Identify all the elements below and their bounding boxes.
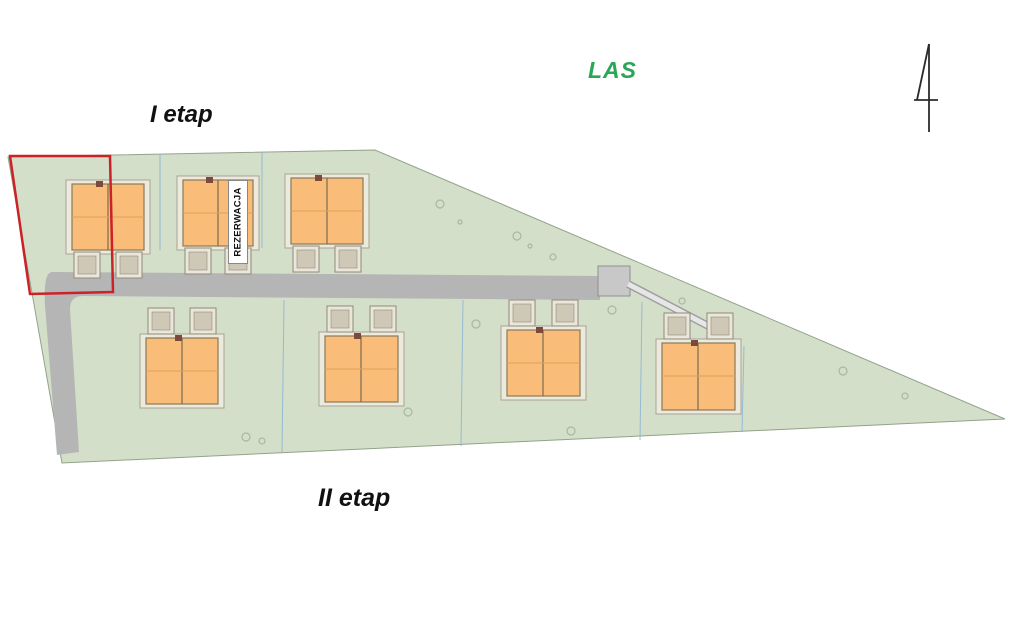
chimney-icon [354, 333, 361, 339]
chimney-icon [175, 335, 182, 341]
building-4[interactable] [139, 307, 225, 409]
building-3[interactable] [284, 173, 370, 273]
road [44, 272, 600, 455]
building-7[interactable] [655, 312, 742, 415]
chimney-icon [206, 177, 213, 183]
chimney-icon [536, 327, 543, 333]
chimney-icon [315, 175, 322, 181]
building-5[interactable] [318, 305, 405, 407]
highlighted-plot-outline[interactable] [8, 154, 115, 296]
site-boundary [7, 149, 1006, 464]
phase-2-label: II etap [318, 484, 391, 512]
reservation-label: REZERWACJA [232, 187, 244, 257]
parking-pad [597, 265, 631, 297]
reservation-strip: REZERWACJA [228, 180, 248, 264]
building-1[interactable] [65, 179, 151, 279]
forest-label: LAS [588, 57, 637, 83]
plot-boundary-lines [159, 152, 745, 453]
north-arrow-icon [914, 43, 938, 132]
building-6[interactable] [500, 299, 587, 401]
chimney-icon [691, 340, 698, 346]
phase-1-label: I etap [150, 101, 213, 128]
tree-icons [241, 199, 909, 445]
chimney-icon [96, 181, 103, 187]
